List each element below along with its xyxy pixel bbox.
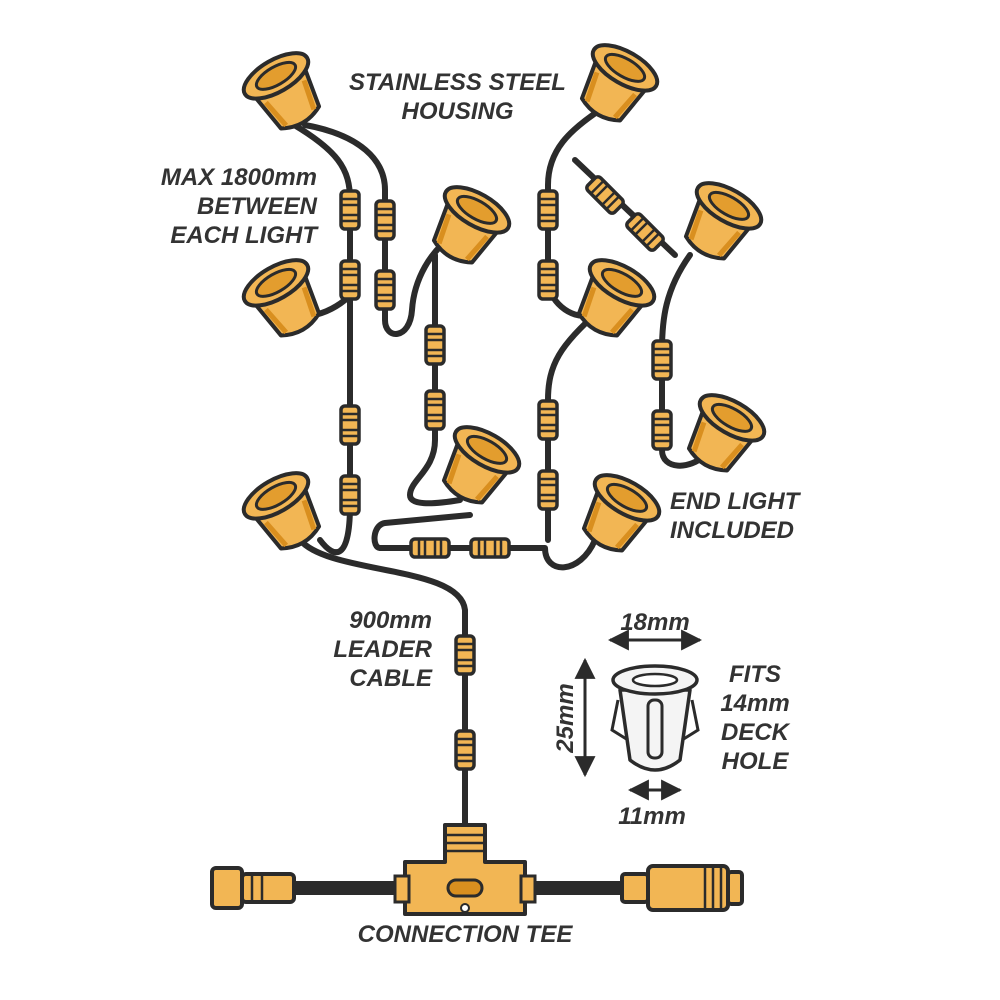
- connection-tee-icon: [393, 823, 537, 916]
- housing-label: STAINLESS STEEL HOUSING: [325, 68, 590, 126]
- inline-connector-icon: [583, 173, 627, 217]
- cable-right-upper: [545, 107, 603, 319]
- housing-dimension-detail: 18mm 25mm 11mm: [552, 609, 703, 830]
- inline-connector-icon: [339, 474, 361, 516]
- inline-connector-icon: [374, 269, 396, 311]
- deck-light-icon: [569, 466, 666, 563]
- inline-connector-icon: [469, 537, 511, 559]
- fits-label-line: HOLE: [721, 748, 789, 775]
- end-light-label-line: INCLUDED: [670, 517, 794, 544]
- deck-light-icon: [237, 251, 334, 348]
- end-cap-connector-left: [210, 866, 296, 910]
- leader-cable-label-line: CABLE: [349, 665, 432, 692]
- inline-connector-icon: [651, 409, 673, 451]
- inline-connector-icon: [339, 189, 361, 231]
- inline-connector-icon: [537, 469, 559, 511]
- fits-label-line: DECK: [720, 719, 789, 746]
- housing-label-line: HOUSING: [401, 98, 514, 125]
- leader-cable-label-line: LEADER: [333, 636, 432, 663]
- connection-tee-label-text: CONNECTION TEE: [357, 921, 573, 948]
- cable-center-branch: [407, 252, 463, 507]
- leader-cable-label: 900mm LEADER CABLE: [300, 606, 432, 693]
- inline-connector-icon: [651, 339, 673, 381]
- max-spacing-label-line: EACH LIGHT: [170, 222, 317, 249]
- end-light-label-line: END LIGHT: [670, 488, 800, 515]
- inline-connector-icon: [424, 389, 446, 431]
- inline-connector-icon: [454, 634, 476, 676]
- inline-connector-icon: [537, 259, 559, 301]
- max-spacing-label-line: BETWEEN: [197, 193, 317, 220]
- end-light-label: END LIGHT INCLUDED: [670, 487, 840, 545]
- inline-connector-icon: [537, 189, 559, 231]
- inline-connector-icon: [409, 537, 451, 559]
- dimension-top-width: 18mm: [620, 609, 689, 636]
- connection-tee-label: CONNECTION TEE: [320, 920, 610, 949]
- cable-leader: [297, 537, 468, 793]
- inline-connector-icon: [374, 199, 396, 241]
- fits-deck-hole-label: FITS 14mm DECK HOLE: [700, 660, 810, 776]
- dimension-height: 25mm: [552, 683, 579, 753]
- deck-light-icon: [237, 464, 334, 561]
- housing-label-line: STAINLESS STEEL: [349, 69, 566, 96]
- dimension-bottom-width: 11mm: [618, 803, 686, 830]
- end-cap-connector-icon: [620, 864, 744, 912]
- deck-light-icon: [671, 174, 768, 271]
- max-spacing-label: MAX 1800mm BETWEEN EACH LIGHT: [110, 163, 317, 250]
- inline-connector-icon: [537, 399, 559, 441]
- inline-connector-icon: [623, 210, 667, 254]
- inline-connector-icon: [339, 404, 361, 446]
- fits-label-line: FITS: [729, 661, 781, 688]
- leader-cable-label-line: 900mm: [349, 607, 432, 634]
- max-spacing-label-line: MAX 1800mm: [160, 164, 317, 191]
- inline-connector-icon: [424, 324, 446, 366]
- inline-connector-icon: [454, 729, 476, 771]
- fits-label-line: 14mm: [720, 690, 790, 717]
- inline-connector-icon: [339, 259, 361, 301]
- deck-light-icon: [674, 386, 771, 483]
- cable-left-branch: [302, 122, 458, 337]
- cable-bottom-link: [377, 537, 598, 571]
